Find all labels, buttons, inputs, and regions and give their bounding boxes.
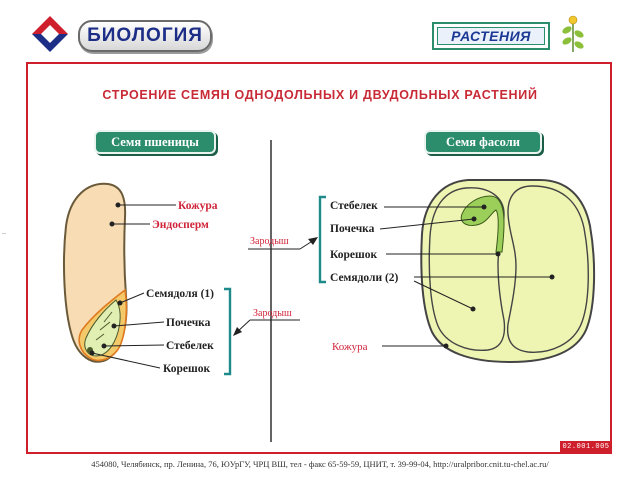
- bean-embryo-bracket: [318, 195, 326, 284]
- bean-cotyledons-label: Семядоли (2): [330, 272, 399, 284]
- wheat-stem-label: Стебелек: [166, 340, 214, 352]
- header: БИОЛОГИЯ РАСТЕНИЯ: [0, 0, 640, 58]
- section-title: РАСТЕНИЯ: [437, 27, 545, 45]
- logo-icon: [32, 16, 68, 52]
- wheat-embryo-bracket: [224, 287, 232, 376]
- wheat-root-label: Корешок: [163, 363, 210, 375]
- edge-mark: ˇˇ: [2, 234, 6, 240]
- bean-root-label: Корешок: [330, 249, 377, 261]
- wheat-bud-label: Почечка: [166, 317, 211, 329]
- wheat-seed: [63, 182, 128, 363]
- bean-leaders: [379, 206, 552, 347]
- embryo-label-lower: Зародыш: [253, 308, 292, 319]
- plant-icon: [562, 15, 584, 52]
- wheat-peel-label: Кожура: [178, 200, 218, 212]
- footer-address: 454080, Челябинск, пр. Ленина, 76, ЮУрГУ…: [91, 459, 549, 469]
- bean-seed-badge: Семя фасоли: [424, 130, 542, 154]
- wheat-endosperm-label: Эндосперм: [152, 219, 209, 231]
- bean-stem-label: Стебелек: [330, 200, 378, 212]
- section-title-frame: РАСТЕНИЯ: [432, 22, 550, 50]
- wheat-seed-badge: Семя пшеницы: [94, 130, 216, 154]
- app-title: БИОЛОГИЯ: [78, 20, 212, 52]
- wheat-cotyledon-label: Семядоля (1): [146, 288, 214, 300]
- slide-code: 02.001.005: [560, 441, 612, 453]
- diagram-title: СТРОЕНИЕ СЕМЯН ОДНОДОЛЬНЫХ И ДВУДОЛЬНЫХ …: [102, 88, 538, 102]
- embryo-label-upper: Зародыш: [250, 236, 289, 247]
- bean-peel-label: Кожура: [332, 341, 368, 353]
- bean-bud-label: Почечка: [330, 223, 375, 235]
- wheat-leaders: [91, 204, 176, 369]
- bean-seed: [420, 178, 596, 364]
